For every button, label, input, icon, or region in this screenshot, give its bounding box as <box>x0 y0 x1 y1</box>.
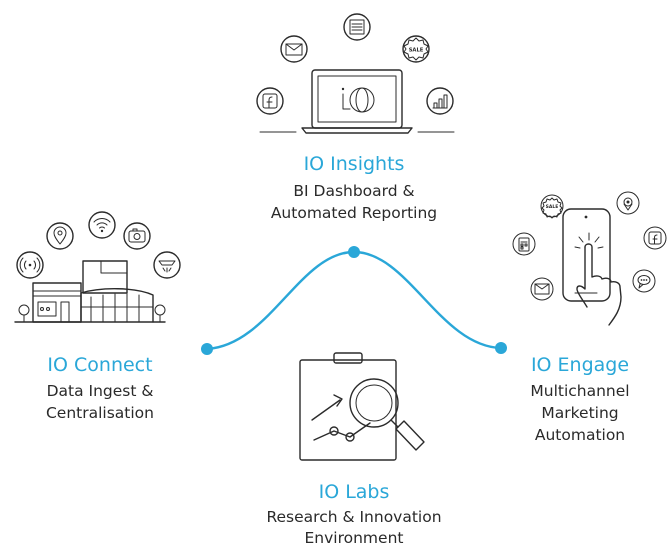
camera-icon <box>123 222 151 250</box>
io-logo-icon <box>341 87 375 113</box>
facebook-icon <box>643 226 667 250</box>
wifi-icon <box>88 211 116 239</box>
laptop-icon <box>259 69 455 134</box>
insights-illustration: SALE <box>256 13 455 134</box>
connect-illustration <box>14 211 181 323</box>
insights-title: IO Insights <box>303 153 405 175</box>
insights-subtitle-line-1: BI Dashboard & <box>293 182 415 200</box>
smartphone-hand-icon <box>562 208 622 326</box>
location-pin-icon <box>46 222 74 250</box>
svg-text:SALE: SALE <box>409 48 424 54</box>
labs-title: IO Labs <box>318 481 390 503</box>
engage-dot <box>495 342 507 354</box>
labs-subtitle-line-1: Research & Innovation <box>266 508 442 526</box>
clipboard-icon <box>299 352 397 461</box>
insights-dot <box>348 246 360 258</box>
connect-subtitle-line-1: Data Ingest & <box>46 382 154 400</box>
broadcast-icon <box>16 251 44 279</box>
line-graph-icon <box>311 394 371 442</box>
mail-icon <box>530 277 554 301</box>
smoke-detector-icon <box>153 251 181 279</box>
sale-tag-icon: SALE <box>540 194 564 219</box>
newsletter-icon <box>343 13 371 41</box>
engage-title: IO Engage <box>530 354 630 376</box>
magnifier-icon <box>349 378 425 451</box>
insights-subtitle-line-2: Automated Reporting <box>270 204 438 222</box>
labs-subtitle-line-2: Environment <box>304 529 404 547</box>
engage-subtitle-line-3: Automation <box>534 426 626 444</box>
sale-tag-icon: SALE <box>402 35 430 63</box>
connect-title: IO Connect <box>47 354 153 376</box>
connect-subtitle-line-2: Centralisation <box>45 404 154 422</box>
location-icon <box>616 191 640 215</box>
engage-subtitle-line-2: Marketing <box>541 404 619 422</box>
chat-icon <box>632 269 656 293</box>
calendar-icon <box>512 232 536 256</box>
mail-icon <box>280 35 308 63</box>
connect-dot <box>201 343 213 355</box>
svg-text:SALE: SALE <box>546 204 559 210</box>
labs-illustration <box>299 352 425 461</box>
bar-chart-icon <box>426 87 454 115</box>
shop-building-icon <box>14 260 166 323</box>
engage-illustration: SALE <box>512 191 667 326</box>
facebook-icon <box>256 87 284 115</box>
engage-subtitle-line-1: Multichannel <box>530 382 630 400</box>
